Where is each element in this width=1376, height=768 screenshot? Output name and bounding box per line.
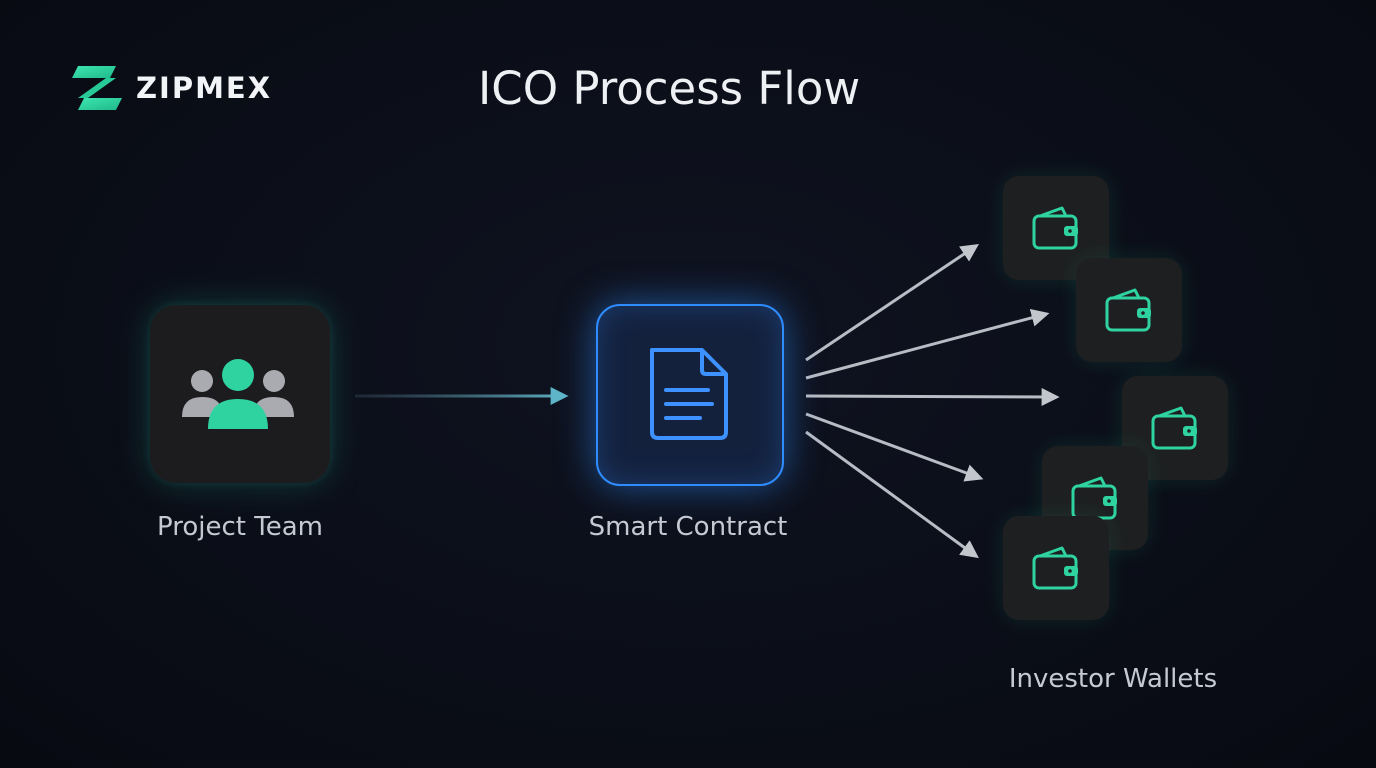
arrow-contract-to-wallet-3 <box>805 387 1060 406</box>
investor-wallet-1 <box>1003 176 1109 280</box>
wallet-icon <box>1151 406 1197 450</box>
project-team-node <box>150 305 330 483</box>
smart-contract-label: Smart Contract <box>588 512 788 542</box>
document-icon <box>650 348 728 440</box>
wallet-icon <box>1105 288 1151 332</box>
investor-wallet-5 <box>1003 516 1109 620</box>
users-icon <box>182 359 294 429</box>
brand-logo: ZIPMEX <box>72 64 272 112</box>
wallet-icon <box>1032 546 1078 590</box>
wallet-icon <box>1032 206 1078 250</box>
arrow-contract-to-wallet-2 <box>805 309 1050 380</box>
project-team-label: Project Team <box>157 512 323 542</box>
arrow-contract-to-wallet-5 <box>805 430 979 559</box>
zipmex-logo-icon <box>72 66 122 110</box>
investor-wallet-3 <box>1122 376 1228 480</box>
page-title: ICO Process Flow <box>478 62 861 115</box>
investor-wallets-label: Investor Wallets <box>1008 664 1218 694</box>
arrow-contract-to-wallet-4 <box>805 412 984 482</box>
investor-wallet-2 <box>1076 258 1182 362</box>
smart-contract-node <box>596 304 784 486</box>
brand-name: ZIPMEX <box>136 71 273 105</box>
arrow-contract-to-wallet-1 <box>805 243 979 362</box>
